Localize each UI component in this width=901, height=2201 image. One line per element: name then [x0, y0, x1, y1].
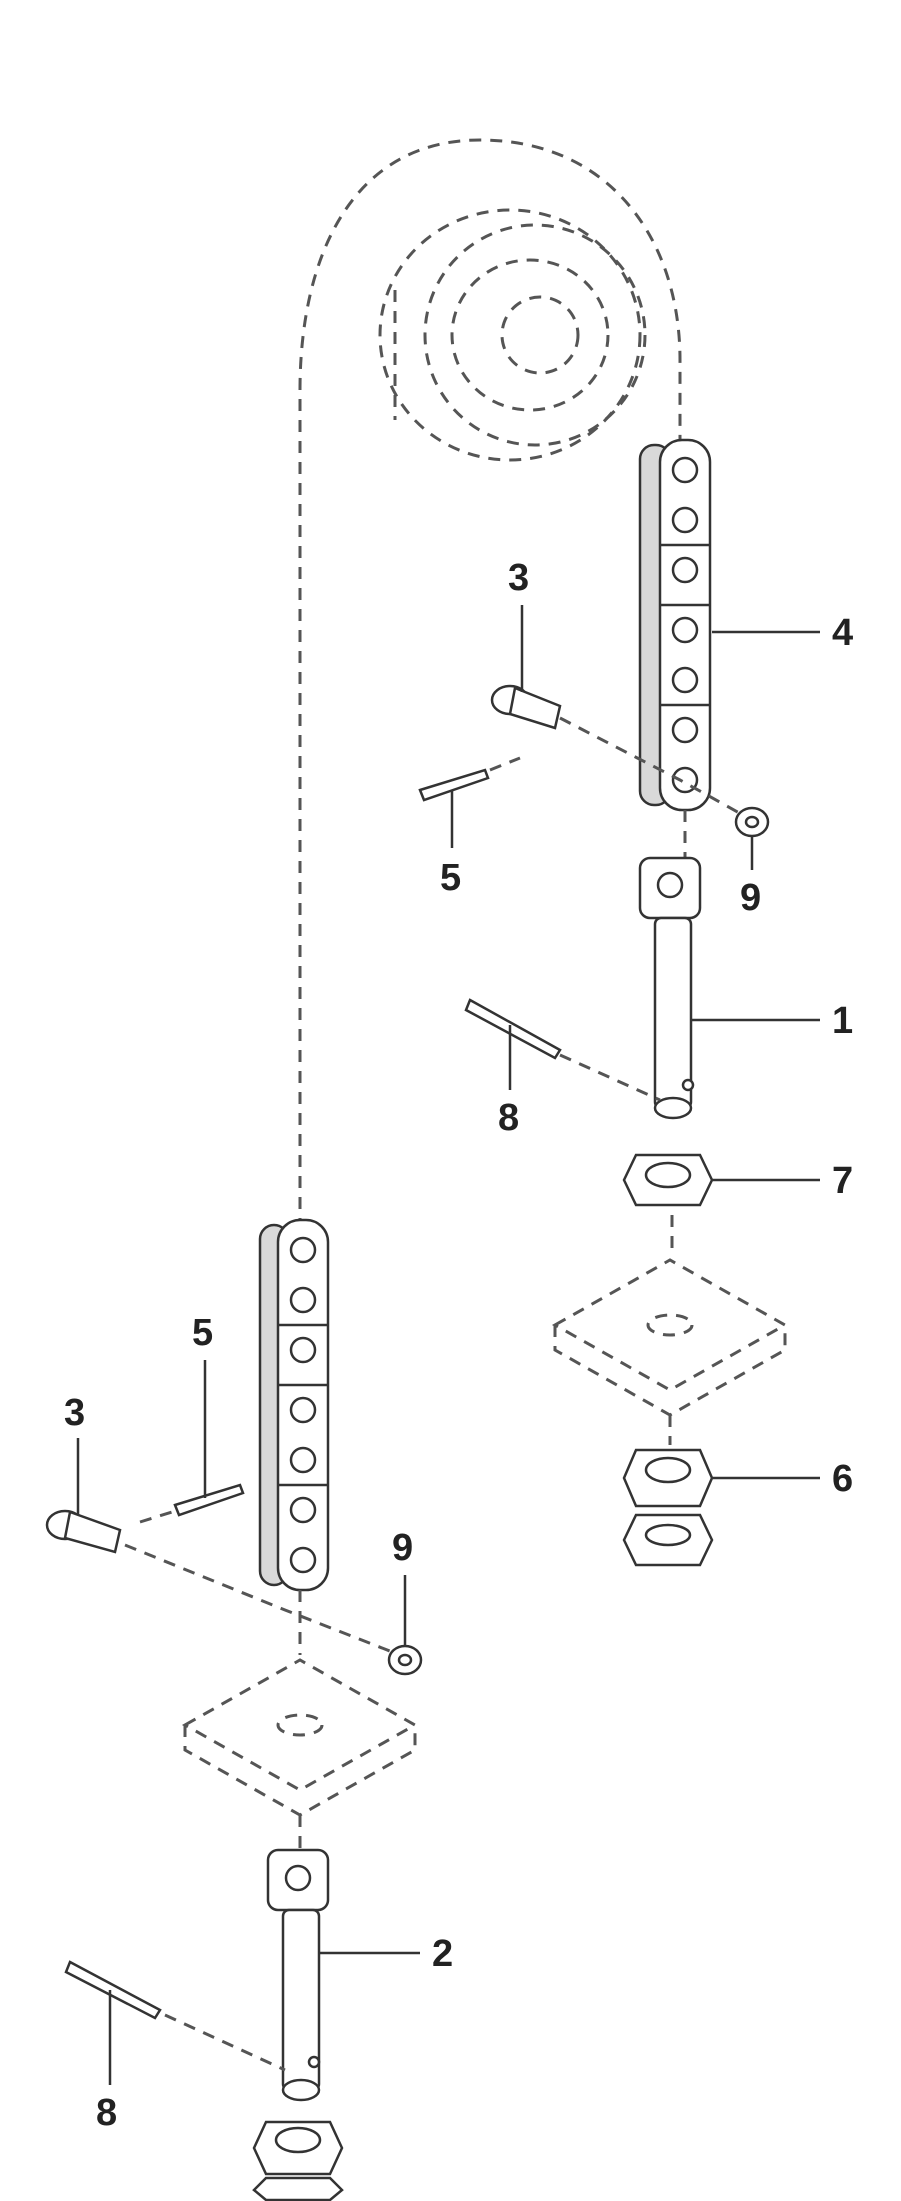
upper-chain-links — [660, 456, 710, 794]
lower-chain-links — [278, 1236, 328, 1574]
callout-3-lower: 3 — [64, 1392, 85, 1434]
callout-8-upper: 8 — [498, 1097, 519, 1139]
callout-9-lower: 9 — [392, 1527, 413, 1569]
lower-cotter-pin — [139, 1483, 245, 1524]
chain-path-phantom — [298, 138, 682, 1230]
callout-9-upper: 9 — [740, 877, 761, 919]
sprocket-phantom — [378, 208, 647, 462]
callout-4: 4 — [832, 612, 853, 654]
lower-cotter-pin-8 — [64, 1960, 286, 2072]
lower-chain — [258, 1218, 330, 1592]
callout-labels: 4 3 5 9 1 8 7 6 3 5 9 2 8 — [64, 557, 853, 2134]
lower-clevis-pin — [45, 1509, 401, 1657]
lower-anchor-rod — [266, 1848, 330, 2102]
upper-chain — [638, 438, 712, 812]
upper-lock-nuts — [622, 1448, 714, 1567]
lower-mount-plate-phantom — [181, 1590, 419, 1848]
callout-6: 6 — [832, 1458, 853, 1500]
upper-clevis-pin — [490, 684, 753, 822]
lower-lock-nuts — [252, 2120, 344, 2201]
callout-2: 2 — [432, 1933, 453, 1975]
callout-7: 7 — [832, 1160, 853, 1202]
callout-5-lower: 5 — [192, 1312, 213, 1354]
lower-washer — [387, 1644, 423, 1676]
callout-3-upper: 3 — [508, 557, 529, 599]
upper-anchor-rod — [638, 810, 702, 1120]
callout-5-upper: 5 — [440, 857, 461, 899]
upper-cotter-pin-8 — [464, 998, 661, 1102]
upper-washer — [734, 806, 770, 838]
upper-jam-nut — [622, 1153, 714, 1207]
upper-cotter-pin — [418, 756, 521, 802]
upper-mount-plate-phantom — [551, 1215, 789, 1445]
callout-8-lower: 8 — [96, 2092, 117, 2134]
callout-1: 1 — [832, 1000, 853, 1042]
leader-lines — [76, 605, 820, 2085]
